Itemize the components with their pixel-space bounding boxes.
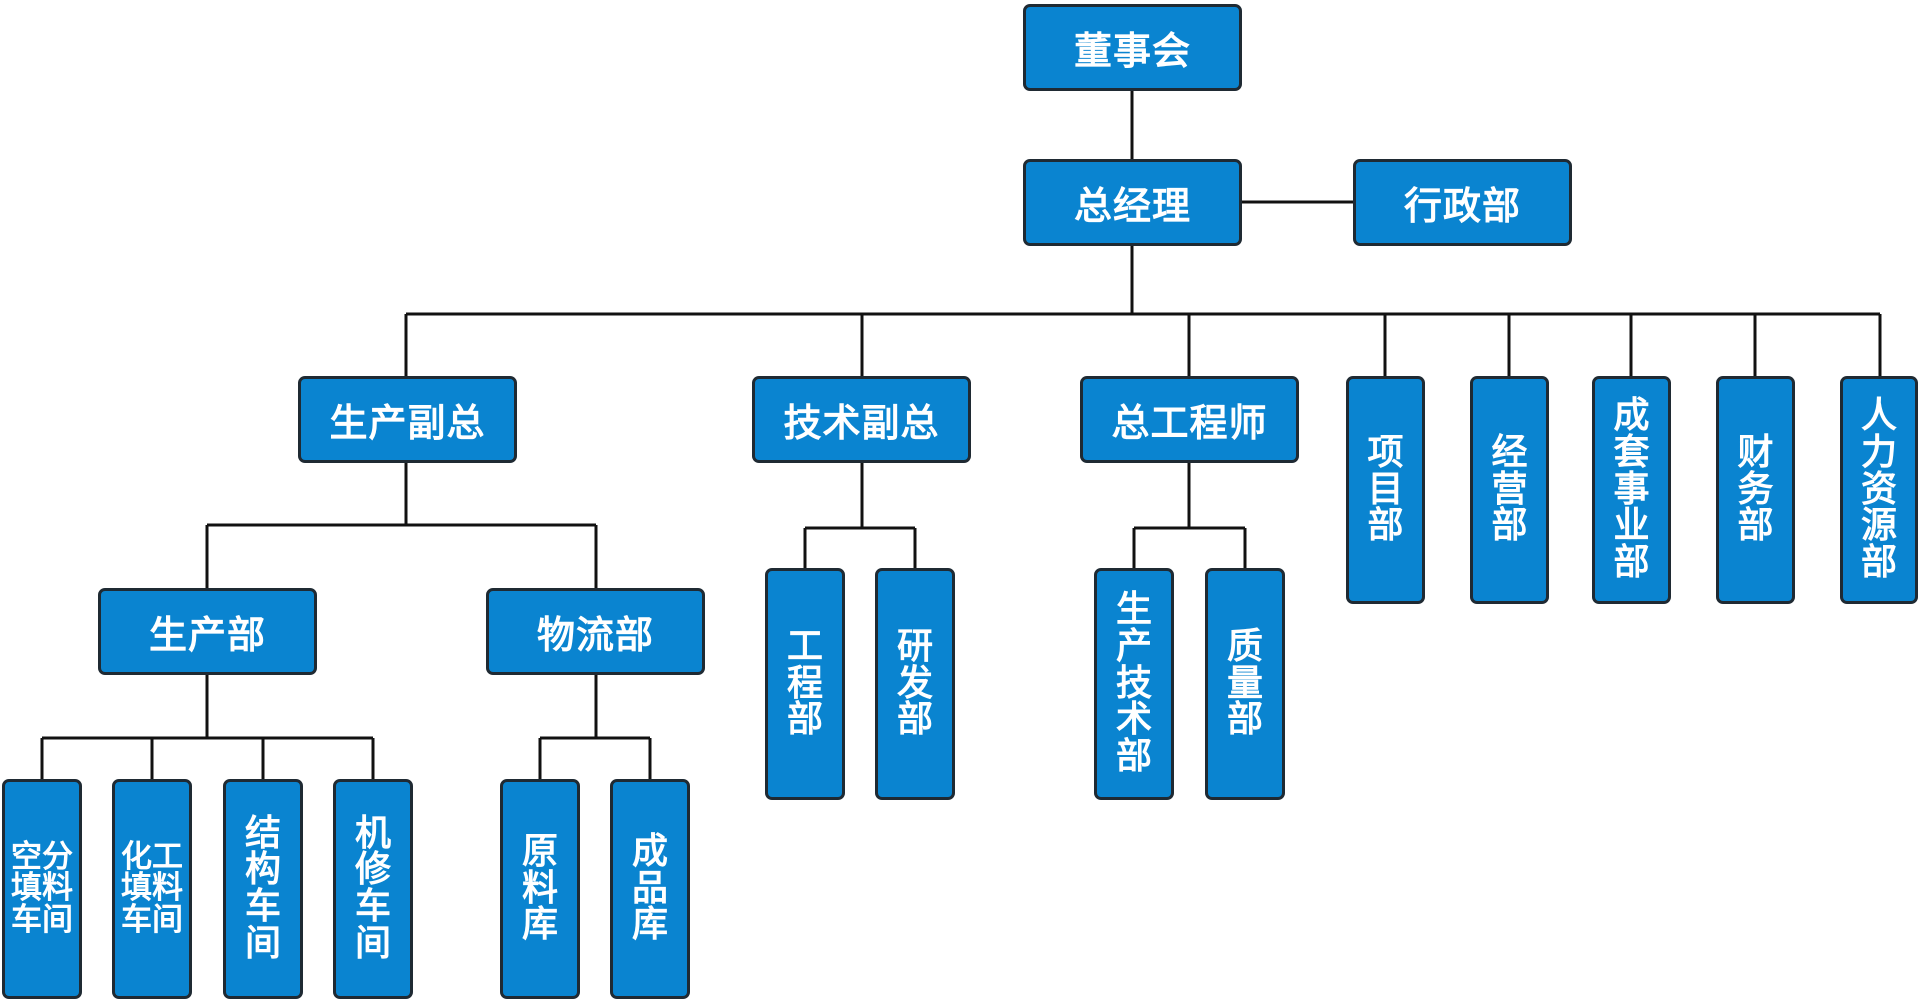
node-repair-workshop[interactable]: 机修车间 xyxy=(333,779,413,999)
node-project[interactable]: 项目部 xyxy=(1346,376,1425,604)
node-raw-store[interactable]: 原料库 xyxy=(500,779,580,999)
node-tech-vp[interactable]: 技术副总 xyxy=(752,376,971,463)
node-struct-workshop[interactable]: 结构车间 xyxy=(223,779,303,999)
node-air-workshop[interactable]: 空分填料车间 xyxy=(2,779,82,999)
node-prod-tech[interactable]: 生产技术部 xyxy=(1094,568,1174,800)
node-finance[interactable]: 财务部 xyxy=(1716,376,1795,604)
node-production[interactable]: 生产部 xyxy=(98,588,317,675)
node-board[interactable]: 董事会 xyxy=(1023,4,1242,91)
node-rnd[interactable]: 研发部 xyxy=(875,568,955,800)
node-finished-store[interactable]: 成品库 xyxy=(610,779,690,999)
node-logistics[interactable]: 物流部 xyxy=(486,588,705,675)
node-gm[interactable]: 总经理 xyxy=(1023,159,1242,246)
node-business[interactable]: 经营部 xyxy=(1470,376,1549,604)
node-engineering[interactable]: 工程部 xyxy=(765,568,845,800)
node-quality[interactable]: 质量部 xyxy=(1205,568,1285,800)
node-hr[interactable]: 人力资源部 xyxy=(1840,376,1918,604)
node-chem-workshop[interactable]: 化工填料车间 xyxy=(112,779,192,999)
node-admin[interactable]: 行政部 xyxy=(1353,159,1572,246)
node-prod-vp[interactable]: 生产副总 xyxy=(298,376,517,463)
node-complete-set[interactable]: 成套事业部 xyxy=(1592,376,1671,604)
node-chief-eng[interactable]: 总工程师 xyxy=(1080,376,1299,463)
